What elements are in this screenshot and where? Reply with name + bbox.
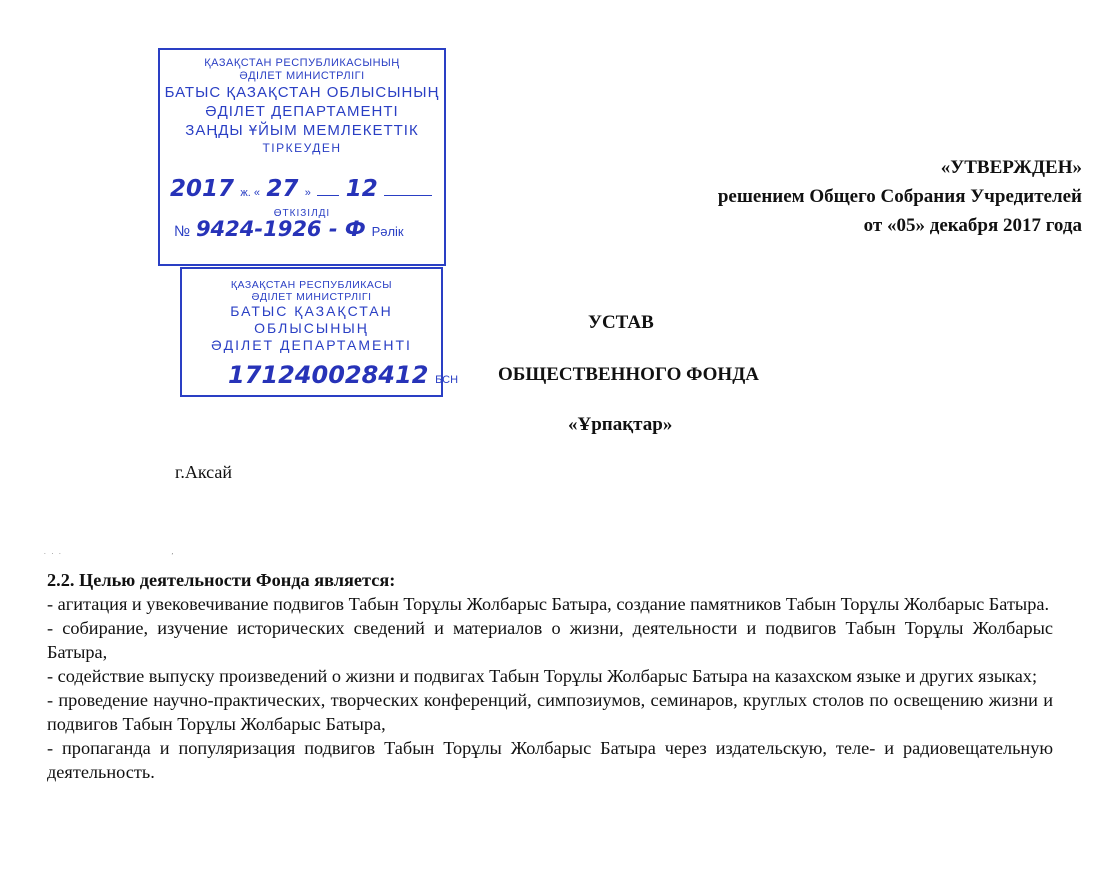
goal-paragraph: - проведение научно-практических, творче… — [47, 690, 1053, 734]
approval-block: «УТВЕРЖДЕН» решением Общего Собрания Учр… — [718, 153, 1082, 240]
stamp-line: ТІРКЕУДЕН — [262, 141, 342, 155]
goal-paragraph: - содействие выпуску произведений о жизн… — [47, 666, 1038, 686]
stamp-number-row: № 9424-1926 - Ф Рәлік — [160, 217, 444, 242]
approval-date: от «05» декабря 2017 года — [863, 215, 1082, 236]
stamp-line: ЗАҢДЫ ҰЙЫМ МЕМЛЕКЕТТІК — [185, 122, 419, 139]
stamp-line: ӘДІЛЕТ ДЕПАРТАМЕНТІ — [205, 103, 399, 120]
stamp-date-year: 2017 — [170, 176, 235, 202]
stamp-line: ҚАЗАҚСТАН РЕСПУБЛИКАСЫНЫҢ — [204, 57, 400, 69]
document-title: УСТАВ — [588, 312, 654, 333]
stamp-underline — [384, 183, 433, 196]
stamp-bin-row: 171240028412 БСН — [182, 361, 458, 390]
document-subtitle: ОБЩЕСТВЕННОГО ФОНДА — [498, 364, 759, 385]
bin-stamp: ҚАЗАҚСТАН РЕСПУБЛИКАСЫ ӘДІЛЕТ МИНИСТРЛІГ… — [180, 267, 458, 397]
stamp-date-separator: » — [304, 187, 311, 199]
stamp-number-suffix: Рәлік — [371, 224, 404, 239]
stamp-bin-suffix: БСН — [435, 374, 459, 386]
stamp-line: ӘДІЛЕТ МИНИСТРЛІГІ — [251, 291, 372, 303]
stamp-underline — [317, 183, 340, 196]
stamp-date-month: 12 — [345, 176, 378, 202]
stamp-line: БАТЫС ҚАЗАҚСТАН ОБЛЫСЫНЫҢ — [164, 84, 440, 101]
section-heading: 2.2. Целью деятельности Фонда является: — [47, 570, 396, 590]
goal-paragraph: - собирание, изучение исторических сведе… — [47, 618, 1053, 662]
scan-artifact: . . . , — [44, 548, 176, 556]
approval-heading: «УТВЕРЖДЕН» — [940, 157, 1082, 178]
stamp-line: ОБЛЫСЫНЫҢ — [254, 320, 369, 336]
section-goals: 2.2. Целью деятельности Фонда является: … — [47, 568, 1053, 784]
approval-decision: решением Общего Собрания Учредителей — [717, 186, 1082, 207]
city-label: г.Аксай — [175, 462, 232, 482]
stamp-line: ӘДІЛЕТ МИНИСТРЛІГІ — [239, 70, 365, 82]
stamp-bin-value: 171240028412 — [228, 361, 429, 389]
stamp-number-prefix: № — [174, 223, 191, 240]
organization-name: «Ұрпақтар» — [568, 414, 673, 435]
stamp-line: БАТЫС ҚАЗАҚСТАН — [230, 303, 393, 319]
stamp-date-day: 27 — [266, 176, 299, 202]
registration-stamp: ҚАЗАҚСТАН РЕСПУБЛИКАСЫНЫҢ ӘДІЛЕТ МИНИСТР… — [158, 48, 446, 266]
stamp-date-row: 2017 ж. « 27 » 12 — [160, 175, 444, 202]
stamp-date-separator: ж. « — [240, 187, 260, 199]
goal-paragraph: - пропаганда и популяризация подвигов Та… — [47, 738, 1053, 782]
goal-paragraph: - агитация и увековечивание подвигов Таб… — [47, 594, 1050, 614]
stamp-passed-label: ӨТКІЗІЛДІ — [273, 208, 331, 219]
stamp-line: ӘДІЛЕТ ДЕПАРТАМЕНТІ — [211, 337, 412, 353]
stamp-line: ҚАЗАҚСТАН РЕСПУБЛИКАСЫ — [230, 279, 393, 291]
stamp-number-value: 9424-1926 - Ф — [195, 217, 366, 241]
